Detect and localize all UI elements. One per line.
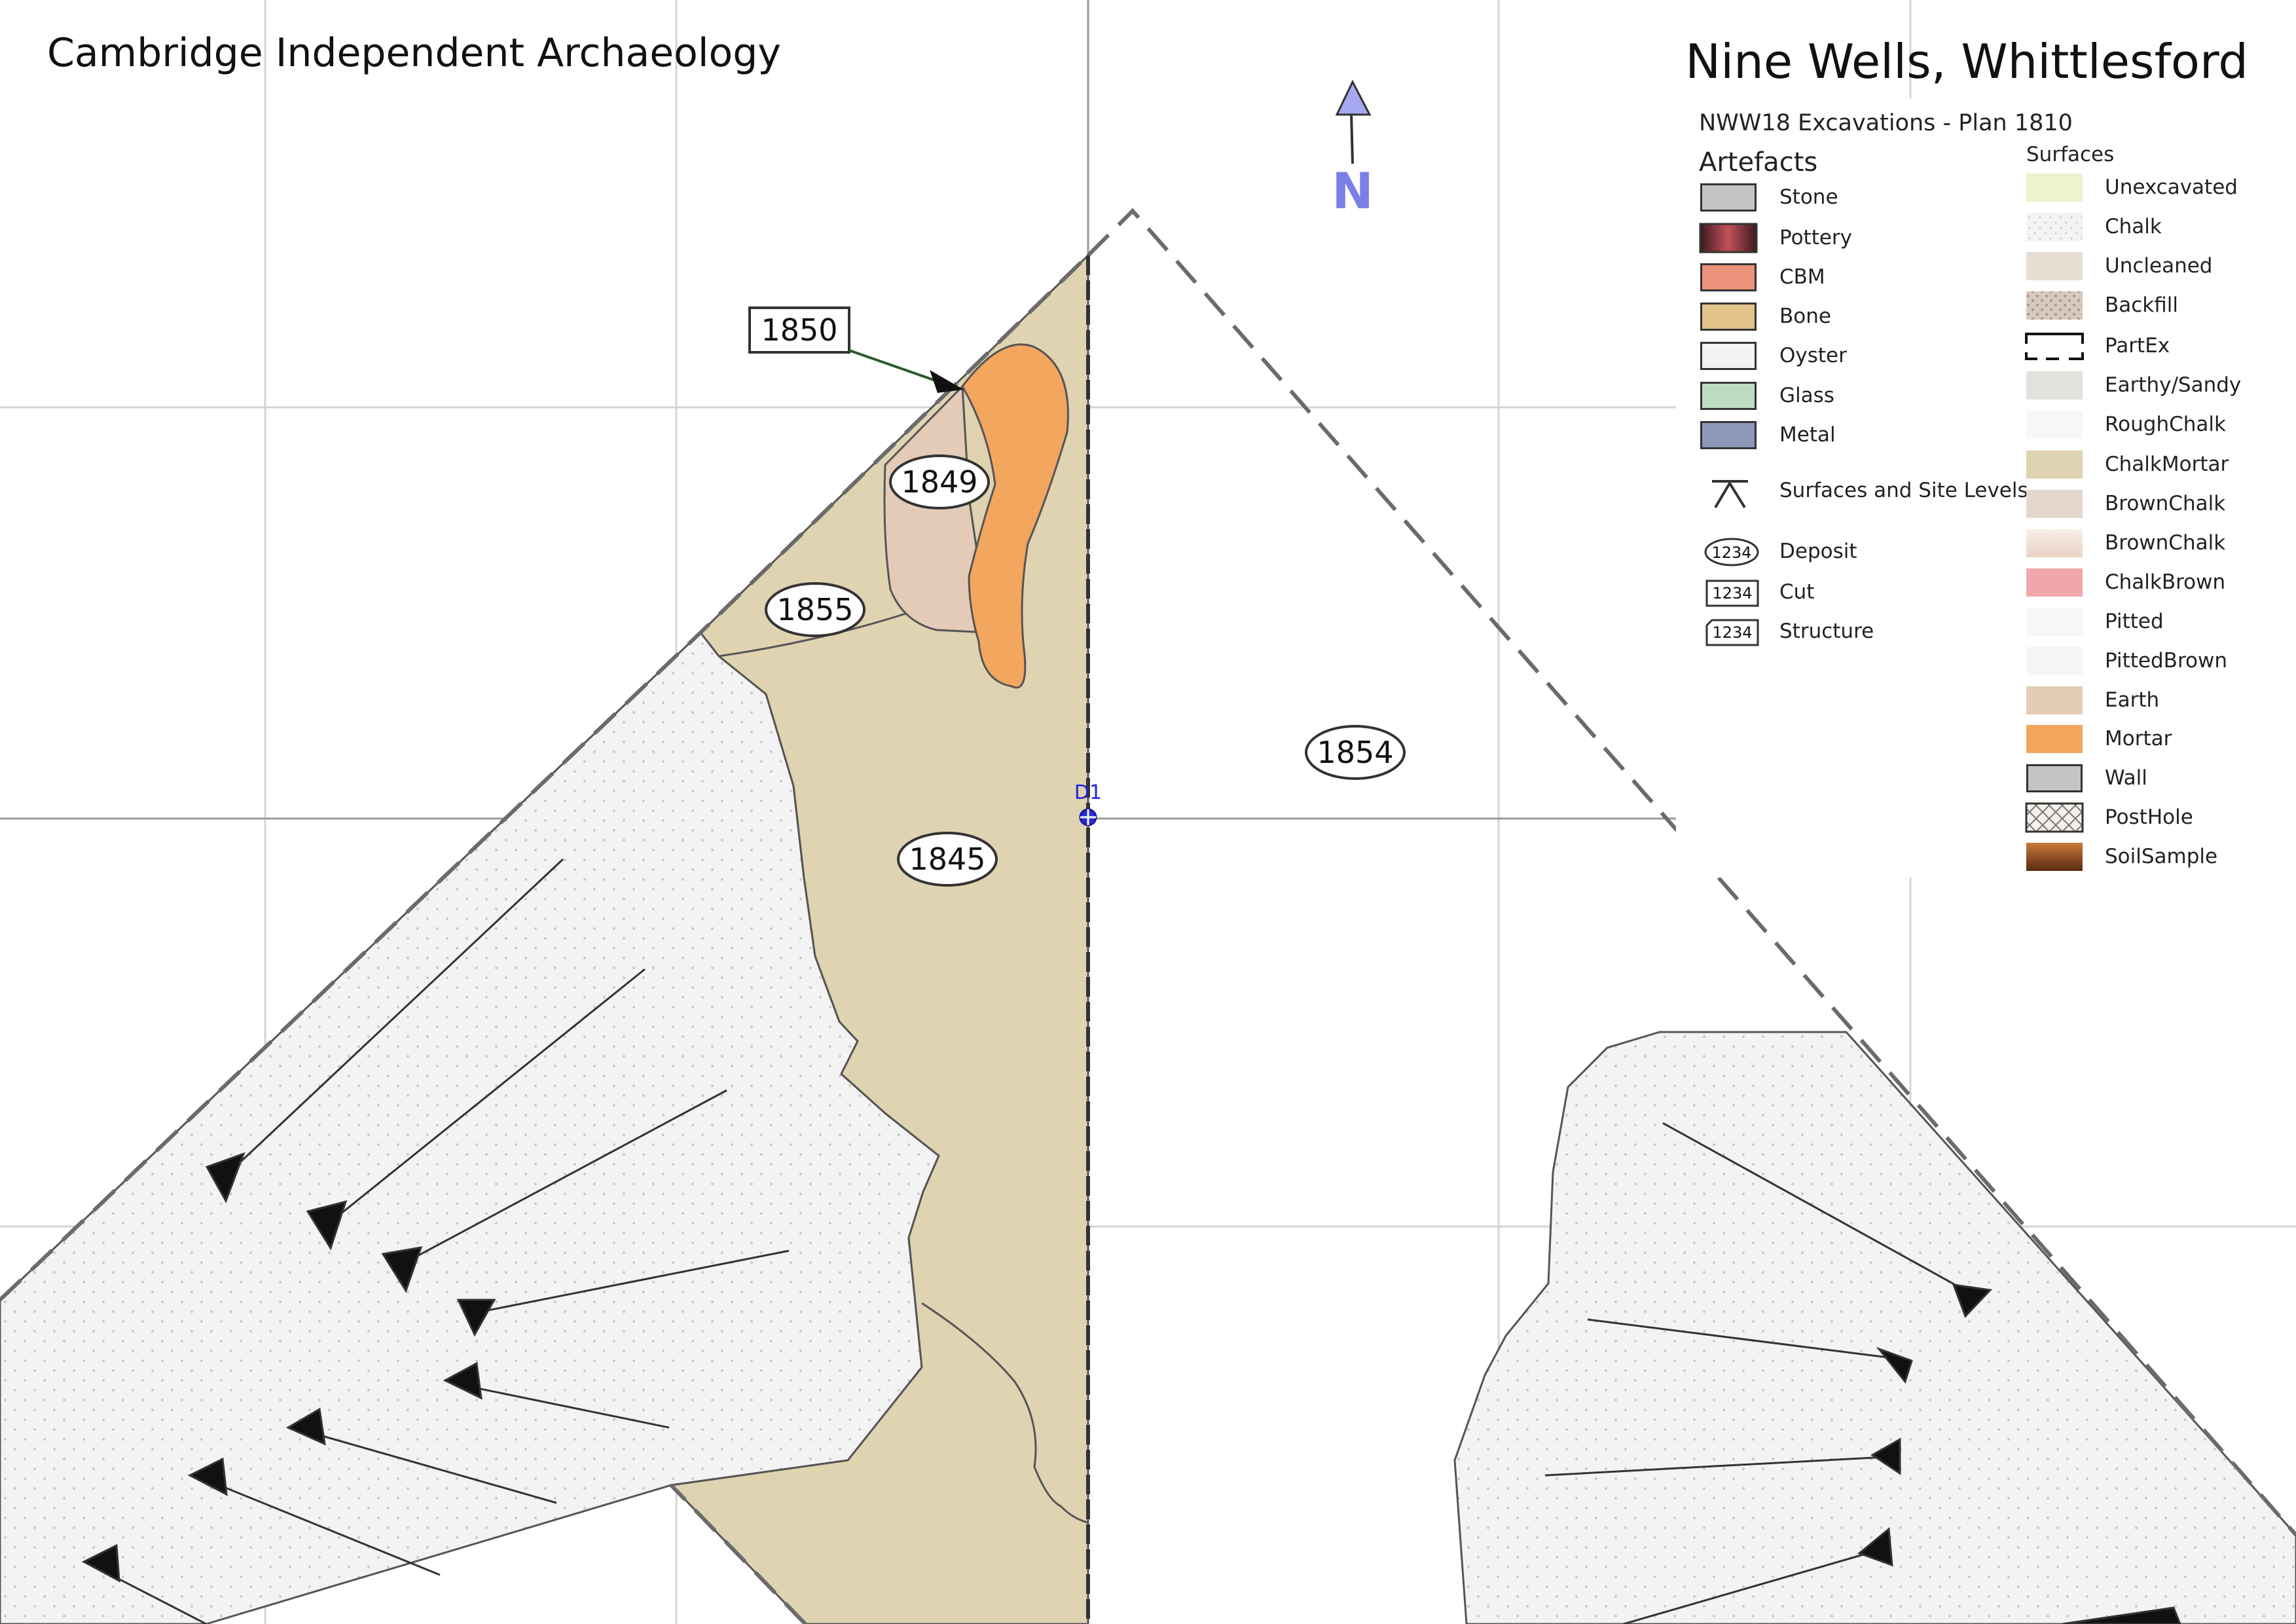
legend-artefacts-heading: Artefacts [1699,147,1818,177]
trench-edges [0,208,2296,1624]
structure-box-icon: 1234 [1705,619,1759,646]
svg-text:1845: 1845 [909,841,985,877]
slope-hachures-east [1544,1122,2181,1624]
label-cut-1850: 1850 [748,306,850,354]
legend-label-uncleaned: Uncleaned [2105,254,2213,278]
swatch-roughchalk [2026,411,2083,439]
swatch-chalkmortar [2026,451,2083,479]
legend-label-chalkbrown: ChalkBrown [2105,570,2226,594]
legend-label-wall: Wall [2105,766,2147,790]
legend-label-mortar: Mortar [2105,727,2172,750]
legend-label-earth: Earth [2105,688,2160,712]
swatch-chalk-pattern [2026,213,2083,241]
legend-label-chalk: Chalk [2105,215,2162,238]
svg-text:N: N [1332,162,1374,220]
legend-label-cbm: CBM [1779,265,1825,289]
swatch-bone [1700,303,1757,331]
swatch-stone [1700,183,1757,212]
label-deposit-1845: 1845 [897,832,998,887]
organisation-title: Cambridge Independent Archaeology [47,30,781,76]
legend-label-posthole: PostHole [2105,805,2193,829]
swatch-oyster [1700,342,1757,370]
svg-text:1234: 1234 [1711,544,1751,562]
legend-label-chalkmortar: ChalkMortar [2105,452,2229,476]
surface-level-icon [1712,480,1748,509]
legend-label-pitted: Pitted [2105,610,2164,633]
swatch-pittedbrown [2026,647,2083,675]
swatch-pottery-gradient [1699,223,1758,253]
datum-point-d1: D1 [1074,781,1102,826]
legend-surfaces-heading: Surfaces [2026,143,2115,166]
slope-hachures-west [81,858,790,1624]
legend-label-soilsample: SoilSample [2105,845,2218,868]
legend-label-structure: Structure [1779,619,1874,643]
legend-panel [1676,98,2296,877]
svg-text:1850: 1850 [761,312,837,348]
chalk-surface-east [1453,1031,2296,1624]
legend-label-cut: Cut [1779,580,1815,604]
legend-label-surfaces-levels: Surfaces and Site Levels [1779,479,2028,502]
legend-label-oyster: Oyster [1779,344,1847,367]
legend-label-glass: Glass [1779,384,1834,407]
svg-text:D1: D1 [1074,781,1102,804]
swatch-pitted [2026,608,2083,636]
swatch-backfill-pattern [2026,291,2083,320]
svg-text:1854: 1854 [1317,735,1393,770]
label-deposit-1854: 1854 [1305,725,1406,780]
cut-1850-area [961,343,1069,689]
svg-text:1234: 1234 [1712,584,1752,602]
legend-label-backfill: Backfill [2105,293,2179,317]
swatch-soilsample-gradient [2026,843,2083,871]
legend-label-bone: Bone [1779,304,1831,328]
label-deposit-1849: 1849 [889,454,990,509]
north-arrow-icon: N [1332,79,1374,220]
legend-label-deposit: Deposit [1779,540,1857,563]
leader-arrow-1850 [848,349,964,393]
label-deposit-1855: 1855 [765,582,866,637]
deposit-1855-boundary [718,611,911,657]
legend-label-brownchalk-2: BrownChalk [2105,531,2226,555]
legend-label-pottery: Pottery [1779,226,1853,249]
legend-label-roughchalk: RoughChalk [2105,413,2226,436]
deposit-oval-icon: 1234 [1704,538,1759,566]
legend-label-unexcavated: Unexcavated [2105,175,2238,199]
swatch-brownchalk-gradient [2026,529,2083,557]
swatch-earthy-sandy [2026,371,2083,399]
legend-label-earthy-sandy: Earthy/Sandy [2105,373,2242,397]
swatch-glass [1700,382,1757,410]
deposit-1845-inner-line [921,1302,1089,1524]
swatch-cbm [1700,263,1757,291]
legend-label-pittedbrown: PittedBrown [2105,649,2227,673]
swatch-chalkbrown [2026,568,2083,597]
swatch-earth [2026,686,2083,714]
swatch-mortar [2026,725,2083,753]
svg-text:1855: 1855 [776,592,853,627]
legend-label-partex: PartEx [2105,334,2170,358]
svg-text:1849: 1849 [901,464,977,500]
svg-text:1234: 1234 [1712,623,1752,642]
site-title: Nine Wells, Whittlesford [1685,34,2248,89]
legend-label-brownchalk: BrownChalk [2105,492,2226,515]
swatch-metal [1700,421,1757,449]
cut-box-icon: 1234 [1705,580,1759,607]
swatch-partex-pattern [2025,333,2084,360]
plan-subtitle: NWW18 Excavations - Plan 1810 [1699,110,2073,136]
swatch-unexcavated [2026,174,2083,202]
legend-label-metal: Metal [1779,423,1836,447]
swatch-brownchalk [2026,490,2083,518]
swatch-wall [2026,764,2083,792]
swatch-posthole-pattern [2025,802,2084,833]
swatch-uncleaned [2026,252,2083,280]
legend-label-stone: Stone [1779,185,1838,209]
